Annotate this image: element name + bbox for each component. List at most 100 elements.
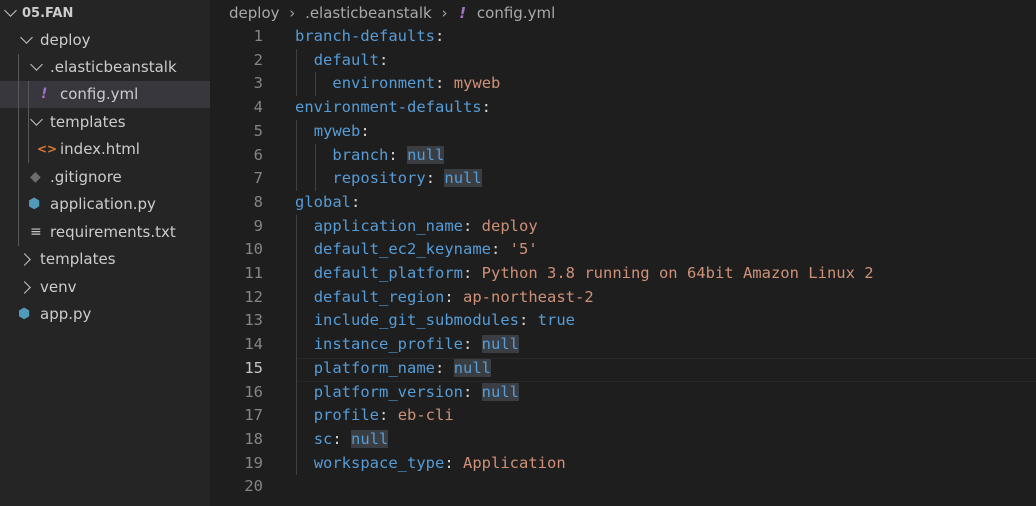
yaml-null-value: null xyxy=(351,429,389,448)
breadcrumb-item[interactable]: deploy xyxy=(229,4,280,22)
code-line[interactable]: default_platform: Python 3.8 running on … xyxy=(313,264,874,282)
code-line[interactable]: global: xyxy=(295,192,361,211)
code-line[interactable]: default_ec2_keyname: '5' xyxy=(313,240,538,259)
tree-item-app-py[interactable]: ⬢ app.py xyxy=(0,301,210,328)
python-file-icon: ⬢ xyxy=(28,196,41,212)
tree-indent-guide xyxy=(18,54,19,246)
yaml-value: Application xyxy=(463,453,566,472)
chevron-down-icon xyxy=(30,113,43,126)
tree-indent-guide xyxy=(28,81,29,163)
line-number: 10 xyxy=(244,240,263,259)
code-line[interactable]: myweb: xyxy=(313,121,370,140)
line-number: 9 xyxy=(253,216,263,235)
tree-item-templates[interactable]: templates xyxy=(0,246,210,273)
yaml-key: platform_name xyxy=(313,358,436,377)
tree-item-label: config.yml xyxy=(60,85,139,103)
code-line[interactable]: environment: myweb xyxy=(332,74,501,93)
yaml-key: myweb xyxy=(313,121,361,140)
code-line[interactable]: repository: null xyxy=(332,169,482,188)
tree-item-label: index.html xyxy=(60,140,140,158)
code-line[interactable]: include_git_submodules: true xyxy=(313,311,575,330)
yaml-key: include_git_submodules xyxy=(313,311,519,330)
tree-item-deploy[interactable]: deploy xyxy=(0,27,210,54)
code-line[interactable]: sc: null xyxy=(313,429,389,448)
yaml-key: default_platform xyxy=(313,264,463,282)
line-number: 20 xyxy=(244,477,263,496)
yaml-key: workspace_type xyxy=(313,453,445,472)
chevron-down-icon xyxy=(4,4,17,17)
tree-item-index-html[interactable]: <> index.html xyxy=(0,136,210,163)
yaml-file-icon: ! xyxy=(41,86,48,102)
tree-item-elasticbeanstalk[interactable]: .elasticbeanstalk xyxy=(0,54,210,81)
code-line[interactable]: default: xyxy=(313,50,389,69)
breadcrumb-item[interactable]: config.yml xyxy=(476,4,556,22)
code-line[interactable]: profile: eb-cli xyxy=(313,406,454,425)
indent-guide xyxy=(314,143,316,191)
line-number: 17 xyxy=(244,406,263,425)
line-number: 11 xyxy=(244,264,263,282)
yaml-key: environment-defaults xyxy=(295,98,482,117)
indent-guide xyxy=(296,119,297,191)
code-line[interactable]: platform_version: null xyxy=(313,382,519,401)
indent-guide xyxy=(314,72,316,97)
code-line[interactable]: instance_profile: null xyxy=(313,335,519,354)
code-line[interactable]: branch-defaults: xyxy=(295,27,445,45)
tree-item-label: templates xyxy=(50,113,126,131)
code-line[interactable]: environment-defaults: xyxy=(295,98,491,117)
tree-item-application-py[interactable]: ⬢ application.py xyxy=(0,191,210,218)
yaml-key: platform_version xyxy=(313,382,463,401)
tree-item-templates-nested[interactable]: templates xyxy=(0,109,210,136)
yaml-null-value: null xyxy=(453,358,492,377)
chevron-down-icon xyxy=(20,31,33,44)
chevron-right-icon: › xyxy=(441,4,448,22)
yaml-file-icon: ! xyxy=(459,4,467,22)
yaml-value: myweb xyxy=(453,74,501,93)
code-line[interactable]: branch: null xyxy=(332,145,445,164)
yaml-null-value: null xyxy=(407,145,445,164)
line-number: 19 xyxy=(244,453,263,472)
yaml-value: ap-northeast-2 xyxy=(463,287,594,306)
breadcrumb: deploy › .elasticbeanstalk › ! config.ym… xyxy=(229,0,555,27)
current-line-highlight xyxy=(295,357,1036,382)
yaml-key: instance_profile xyxy=(313,335,463,354)
line-number: 16 xyxy=(244,382,263,401)
yaml-value: true xyxy=(537,311,575,330)
tree-item-requirements-txt[interactable]: ≡ requirements.txt xyxy=(0,219,210,246)
tree-item-venv[interactable]: venv xyxy=(0,274,210,301)
line-number: 13 xyxy=(244,311,263,330)
tree-item-label: templates xyxy=(40,250,116,268)
line-number: 15 xyxy=(244,358,263,377)
code-line[interactable]: workspace_type: Application xyxy=(313,453,566,472)
chevron-down-icon xyxy=(30,58,43,71)
yaml-key: branch xyxy=(332,145,389,164)
line-number: 12 xyxy=(244,287,263,306)
tree-item-label: venv xyxy=(40,278,77,296)
yaml-value: '5' xyxy=(509,240,538,259)
code-line[interactable]: platform_name: null xyxy=(313,358,492,377)
explorer-root-folder[interactable]: 05.FAN xyxy=(0,0,210,27)
tree-item-label: deploy xyxy=(40,31,91,49)
tree-item-config-yml[interactable]: ! config.yml xyxy=(0,81,210,108)
yaml-value: eb-cli xyxy=(397,406,454,425)
line-number: 7 xyxy=(253,169,263,188)
yaml-key: global xyxy=(295,192,351,211)
code-line[interactable]: default_region: ap-northeast-2 xyxy=(313,287,594,306)
yaml-value: Python 3.8 running on 64bit Amazon Linux… xyxy=(481,264,874,282)
code-line[interactable]: application_name: deploy xyxy=(313,216,538,235)
yaml-key: default_ec2_keyname xyxy=(313,240,491,259)
tree-item-label: app.py xyxy=(40,305,92,323)
line-number: 5 xyxy=(253,121,263,140)
indent-guide xyxy=(296,214,297,476)
yaml-key: application_name xyxy=(313,216,463,235)
text-file-icon: ≡ xyxy=(30,224,42,240)
yaml-key: environment xyxy=(332,74,436,93)
line-number: 14 xyxy=(244,335,263,354)
yaml-null-value: null xyxy=(481,382,519,401)
tree-item-gitignore[interactable]: ◆ .gitignore xyxy=(0,164,210,191)
yaml-key: sc xyxy=(313,429,333,448)
yaml-key: repository xyxy=(332,169,426,188)
chevron-right-icon: › xyxy=(289,4,296,22)
yaml-key: default xyxy=(313,50,380,69)
breadcrumb-item[interactable]: .elasticbeanstalk xyxy=(305,4,432,22)
